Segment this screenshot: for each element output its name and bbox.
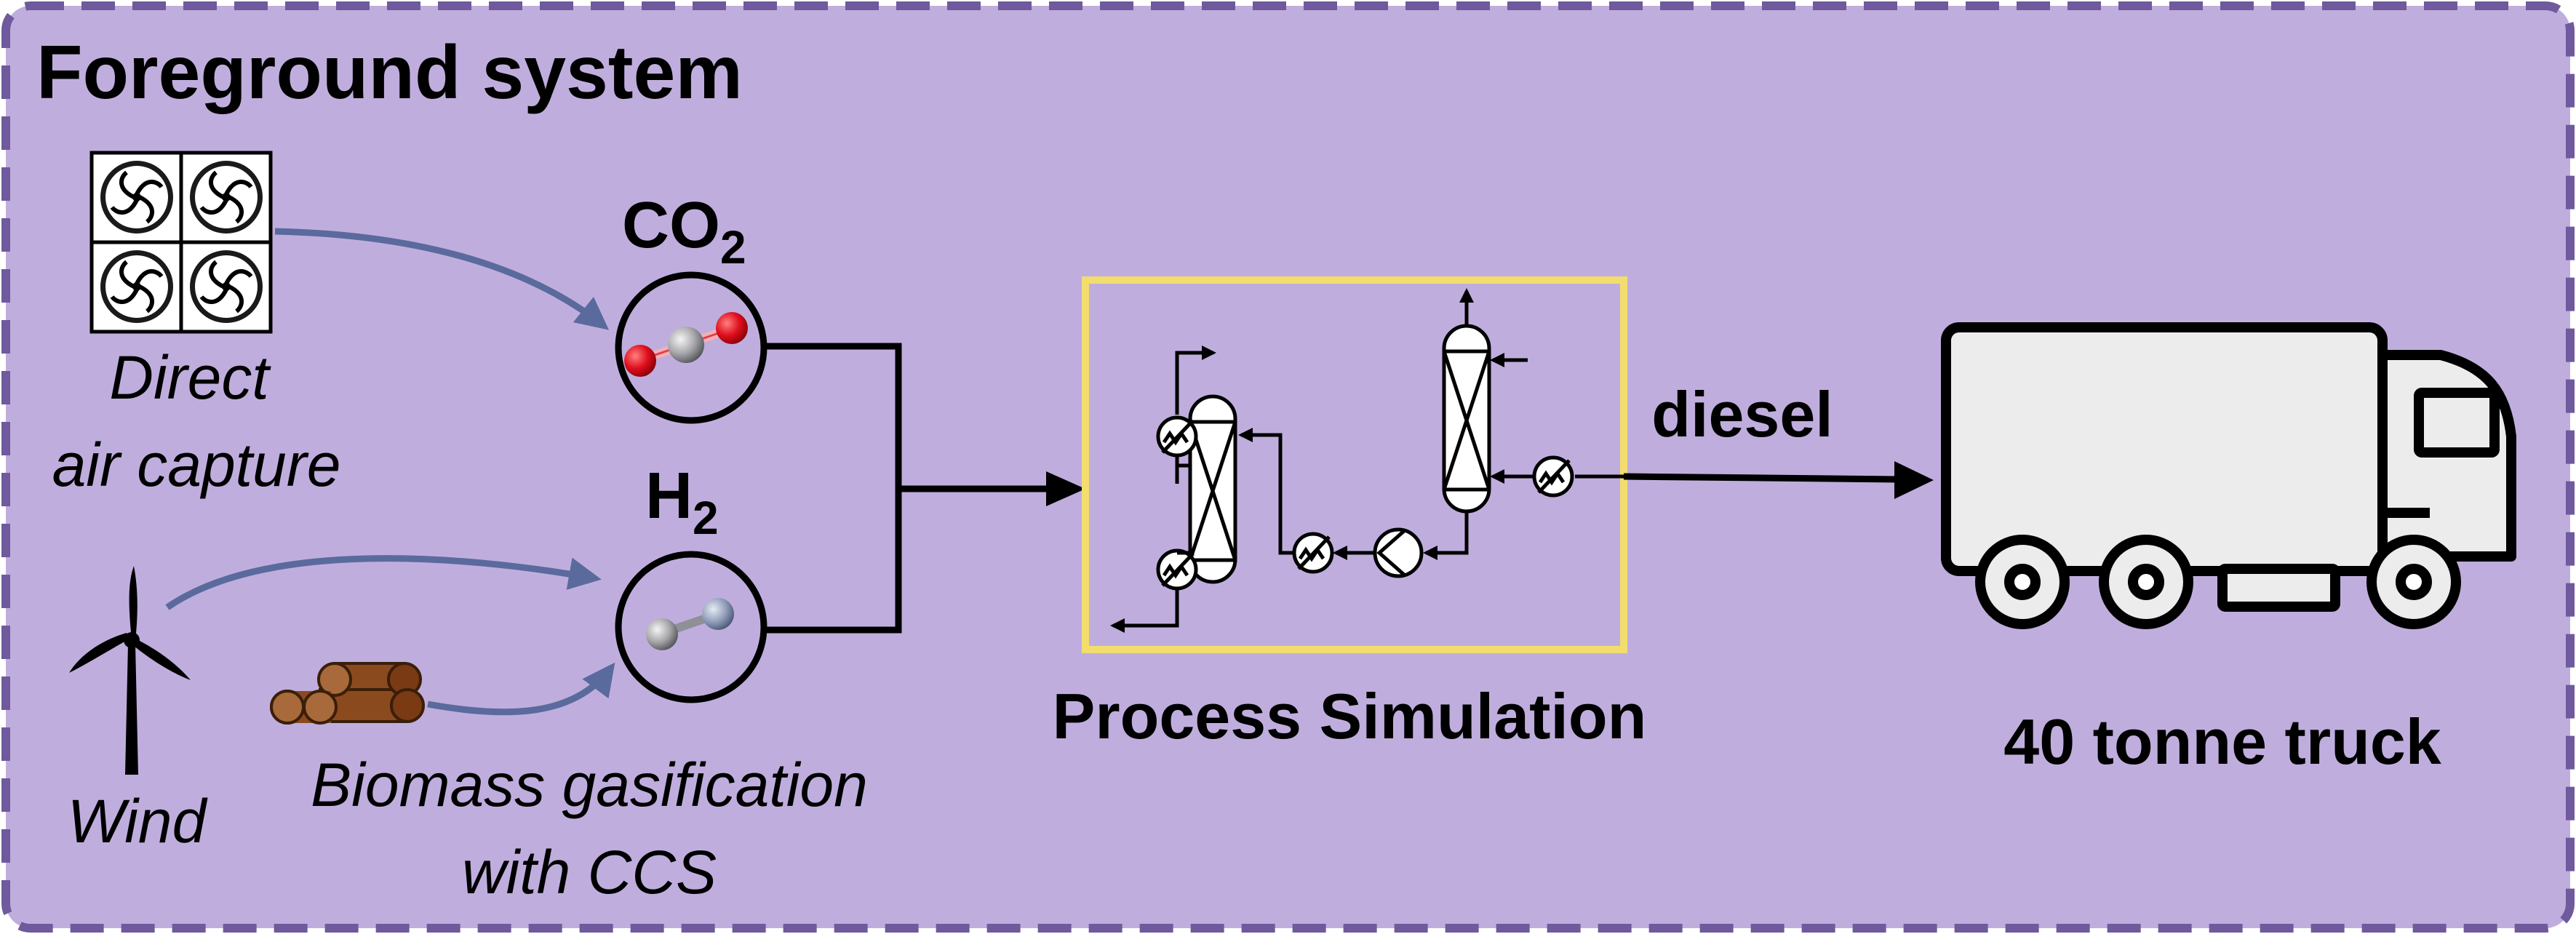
wind-turbine-icon xyxy=(69,566,191,775)
process-simulation-label: Process Simulation xyxy=(1053,680,1647,752)
dac-to-co2-arrow xyxy=(274,228,610,330)
process-flowsheet-icon xyxy=(1110,288,1624,633)
dac-label-line1: Direct xyxy=(109,343,271,412)
co2-molecule-node xyxy=(615,271,767,424)
wind-to-h2-arrow xyxy=(165,555,602,610)
h2-molecule-node xyxy=(615,551,767,703)
biomass-label-line1: Biomass gasification xyxy=(311,751,868,819)
direct-air-capture-icon xyxy=(89,151,273,334)
wind-label: Wind xyxy=(68,787,208,855)
frame-title: Foreground system xyxy=(36,31,743,115)
co2-label: CO2 xyxy=(622,189,746,274)
dac-label-line2: air capture xyxy=(52,431,341,499)
biomass-logs-icon xyxy=(270,662,425,725)
truck-icon xyxy=(1941,322,2516,629)
diesel-label: diesel xyxy=(1651,378,1833,450)
diesel-stream-arrow xyxy=(1623,473,1899,483)
biomass-to-h2-arrow xyxy=(427,662,615,716)
biomass-label-line2: with CCS xyxy=(462,838,717,906)
h2-label: H2 xyxy=(645,460,719,544)
truck-label: 40 tonne truck xyxy=(2003,706,2442,778)
